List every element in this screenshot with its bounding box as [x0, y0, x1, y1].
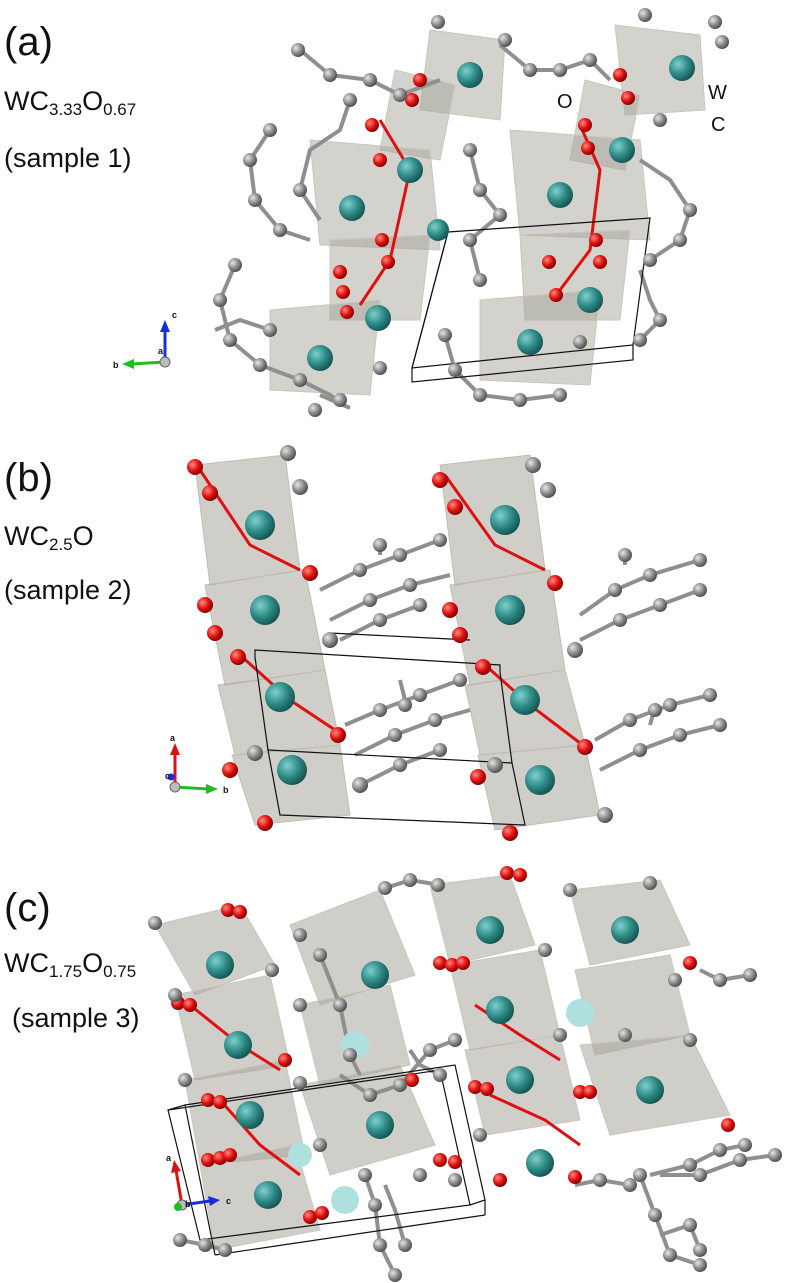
cell-box-c — [167, 1064, 486, 1256]
axis-triad-c: a c b — [166, 1153, 231, 1211]
atom-label-c: C — [711, 114, 726, 136]
atom-label-o: O — [557, 91, 573, 113]
crystal-structure-b: a b c — [165, 445, 727, 841]
carbon-atoms-a — [213, 8, 729, 417]
tungsten-atoms-b — [245, 505, 555, 795]
sample-label-a: (sample 1) — [4, 143, 132, 173]
axis-triad-b: a b c — [165, 733, 229, 795]
axis-label-up-a: c — [172, 310, 177, 320]
axis-triad-a: c b a — [113, 310, 177, 370]
cell-box-b — [254, 632, 526, 826]
axis-label-up-b: a — [170, 733, 176, 743]
axis-label-up-c: a — [166, 1153, 172, 1163]
oxygen-atoms-b — [187, 459, 593, 841]
sample-label-c: (sample 3) — [12, 1003, 140, 1033]
polyhedra-a — [269, 24, 706, 396]
panel-b: a b c (b) WC2.5O (sample 2) — [0, 425, 791, 855]
oxygen-atoms-c — [171, 866, 735, 1224]
panel-c: a c b (c) WC1.75O0.75 (sample 3) — [0, 855, 791, 1283]
panel-label-c: (c) — [4, 886, 51, 930]
bonds-a — [214, 43, 693, 410]
tungsten-atoms-a — [307, 55, 695, 371]
polyhedra-c — [154, 874, 731, 1251]
carbon-atoms-b — [247, 445, 727, 823]
cell-box-a — [411, 217, 651, 383]
atom-label-w: W — [708, 82, 727, 104]
crystal-structure-c: a c b — [148, 866, 782, 1282]
formula-c: WC1.75O0.75 — [4, 948, 137, 981]
tungsten-atoms-c — [206, 916, 664, 1214]
axis-label-center-a: a — [158, 346, 164, 356]
panel-label-b: (b) — [4, 456, 53, 500]
sample-label-b: (sample 2) — [4, 575, 132, 605]
axis-label-right-c: c — [226, 1196, 231, 1206]
formula-a: WC3.33O0.67 — [4, 86, 137, 119]
panel-a: c b a (a) WC3.33O0.67 (sample 1) O W C — [0, 0, 791, 425]
panel-label-a: (a) — [4, 20, 53, 64]
formula-b: WC2.5O — [4, 521, 94, 554]
carbon-atoms-c — [148, 873, 782, 1282]
axis-label-center-b: c — [165, 771, 170, 781]
crystal-structure-a: c b a — [113, 8, 729, 417]
axis-label-left-a: b — [113, 360, 119, 370]
oxygen-atoms-a — [333, 68, 635, 319]
axis-label-center-c: b — [185, 1199, 191, 1209]
axis-label-right-b: b — [223, 785, 229, 795]
